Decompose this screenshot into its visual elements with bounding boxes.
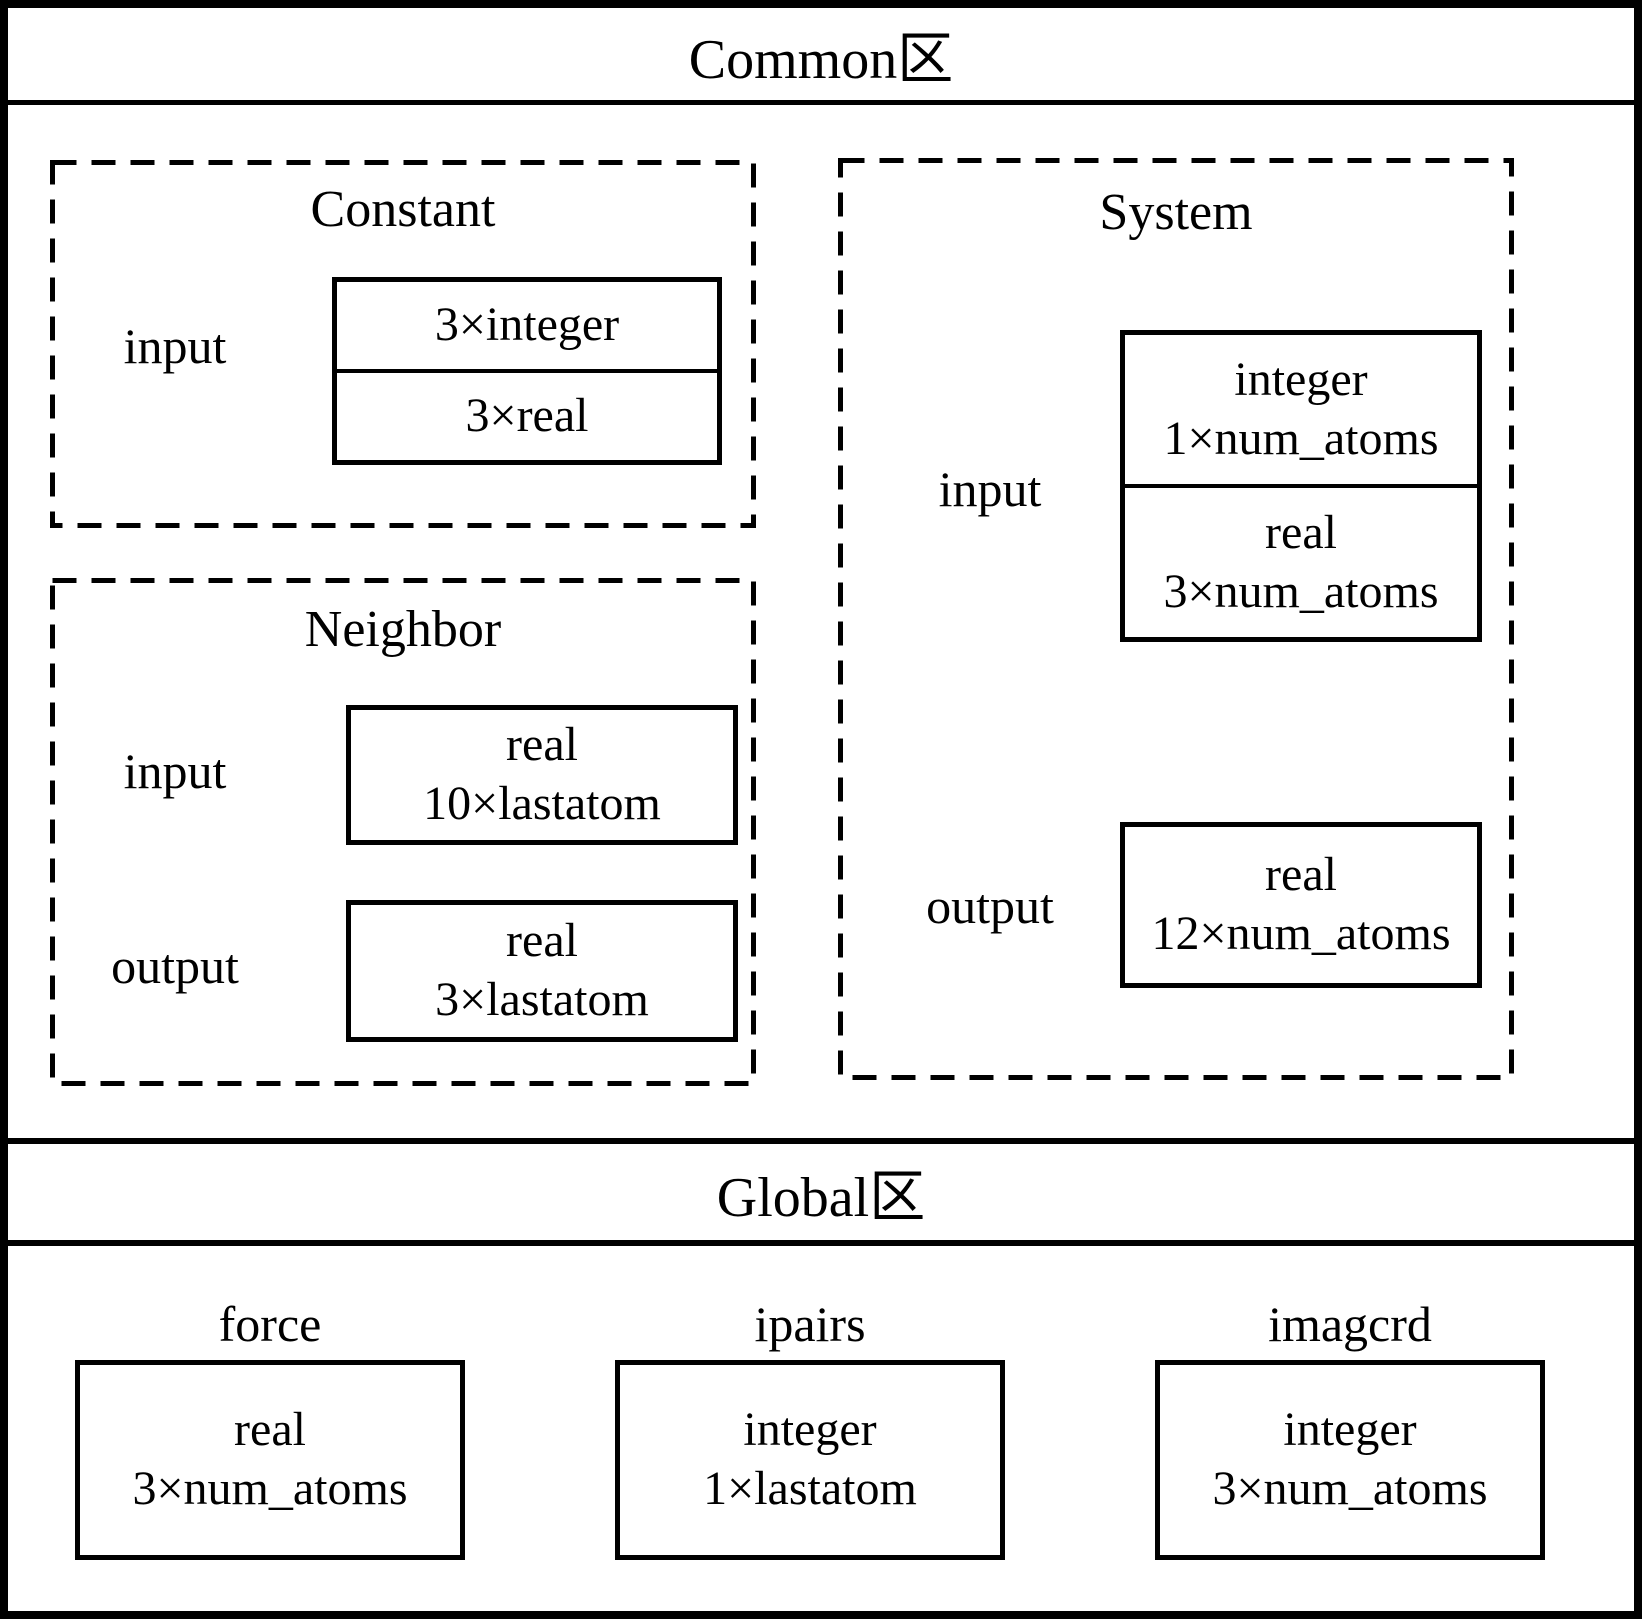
box-line: real xyxy=(506,914,578,968)
box-line: 3×num_atoms xyxy=(1212,1462,1488,1515)
box-line: 10×lastatom xyxy=(423,777,661,830)
global-item-box-imagcrd: integer 3×num_atoms xyxy=(1155,1360,1545,1560)
dashed-border xyxy=(50,160,756,528)
system-output-box: real 12×num_atoms xyxy=(1120,822,1482,988)
global-area-title: Global区 xyxy=(8,1138,1634,1246)
table-row-text: 3×integer xyxy=(434,298,620,352)
box-line: 1×num_atoms xyxy=(1163,411,1439,465)
common-area-title-text: Common区 xyxy=(688,28,954,91)
box-line: 3×num_atoms xyxy=(132,1462,408,1515)
global-item-box-ipairs: integer 1×lastatom xyxy=(615,1360,1005,1560)
constant-input-label: input xyxy=(123,318,227,374)
system-input-table: integer 1×num_atoms real 3×num_atoms xyxy=(1120,330,1482,642)
neighbor-input-label: input xyxy=(123,743,227,799)
global-item-label-imagcrd: imagcrd xyxy=(1268,1296,1432,1352)
common-area-title: Common区 xyxy=(8,8,1634,105)
neighbor-output-label: output xyxy=(111,938,239,994)
global-area-title-text: Global区 xyxy=(716,1166,926,1229)
table-row-text: 3×real xyxy=(465,389,589,443)
table-row: 3×real xyxy=(337,369,717,460)
constant-input-table: 3×integer 3×real xyxy=(332,277,722,465)
dashed-border xyxy=(50,578,756,1086)
box-line: 12×num_atoms xyxy=(1151,907,1451,960)
system-input-label: input xyxy=(938,461,1042,517)
global-item-label-ipairs: ipairs xyxy=(754,1296,866,1352)
system-group: System input integer 1×num_atoms real 3×… xyxy=(838,158,1514,1080)
neighbor-group: Neighbor input real 10×lastatom output r… xyxy=(50,578,756,1086)
box-line: real xyxy=(1265,505,1337,559)
table-row: integer 1×num_atoms xyxy=(1125,335,1477,484)
box-line: real xyxy=(234,1403,306,1457)
box-line: real xyxy=(1265,848,1337,902)
box-line: integer xyxy=(743,1403,877,1457)
global-item-box-force: real 3×num_atoms xyxy=(75,1360,465,1560)
box-line: 1×lastatom xyxy=(703,1462,917,1515)
neighbor-input-box: real 10×lastatom xyxy=(346,705,738,845)
box-line: 3×lastatom xyxy=(435,973,649,1026)
neighbor-title: Neighbor xyxy=(304,601,502,658)
box-line: integer xyxy=(1234,352,1368,406)
system-title: System xyxy=(1099,184,1253,241)
box-line: real xyxy=(506,718,578,772)
neighbor-output-box: real 3×lastatom xyxy=(346,900,738,1042)
table-row: real 3×num_atoms xyxy=(1125,484,1477,637)
dashed-border xyxy=(838,158,1514,1080)
box-line: 3×num_atoms xyxy=(1163,564,1439,618)
constant-group: Constant input 3×integer 3×real xyxy=(50,160,756,528)
global-item-label-force: force xyxy=(218,1296,322,1352)
table-row: 3×integer xyxy=(337,282,717,369)
system-output-label: output xyxy=(926,878,1054,934)
constant-title: Constant xyxy=(310,181,496,238)
box-line: integer xyxy=(1283,1403,1417,1457)
